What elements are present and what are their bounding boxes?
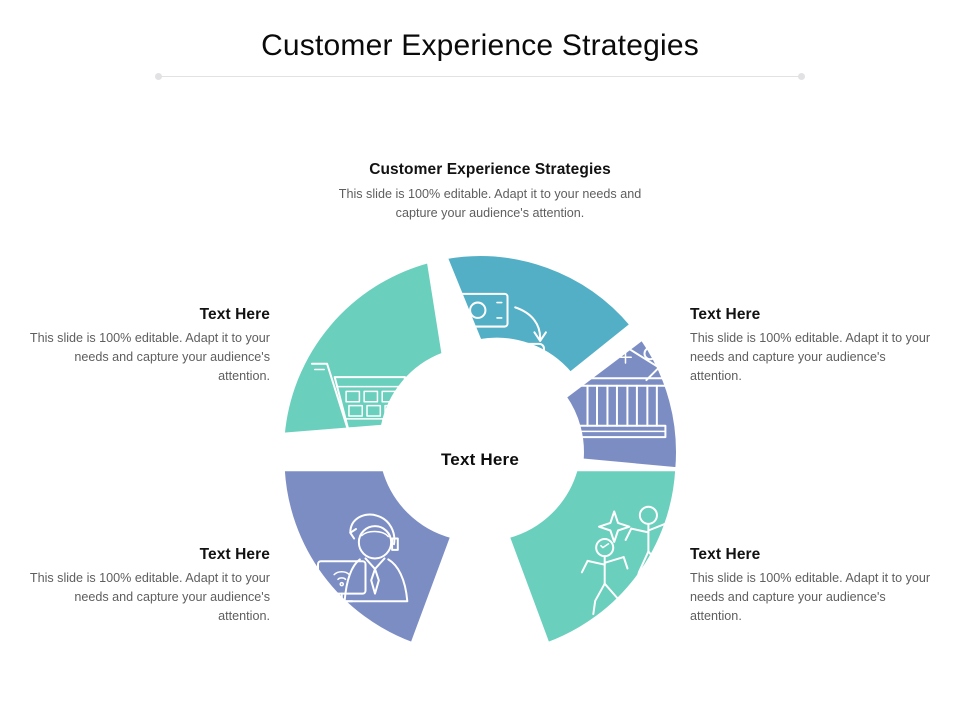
bank-percent-icon <box>577 346 680 439</box>
money-exchange-icon <box>446 292 547 382</box>
text-block-top-right: Text Here This slide is 100% editable. A… <box>690 305 940 386</box>
text-block-bottom-left-body: This slide is 100% editable. Adapt it to… <box>29 571 270 623</box>
text-block-top-right-body: This slide is 100% editable. Adapt it to… <box>690 331 931 383</box>
support-agent-icon <box>317 513 409 603</box>
text-block-bottom-right-heading: Text Here <box>690 546 761 563</box>
caption-center: Customer Experience Strategies This slid… <box>330 160 650 223</box>
page-title: Customer Experience Strategies <box>261 29 699 62</box>
text-block-bottom-right: Text Here This slide is 100% editable. A… <box>690 545 940 626</box>
text-block-bottom-left-heading: Text Here <box>199 546 270 563</box>
divider-dot-left <box>155 73 162 80</box>
text-block-top-left: Text Here This slide is 100% editable. A… <box>20 305 270 386</box>
donut-diagram <box>258 252 702 656</box>
caption-center-body: This slide is 100% editable. Adapt it to… <box>338 187 642 220</box>
title-divider <box>155 73 805 80</box>
donut-segment-lower-right[interactable] <box>505 467 680 647</box>
donut-svg <box>280 252 680 647</box>
donut-segment-top[interactable] <box>442 252 635 377</box>
text-block-bottom-right-body: This slide is 100% editable. Adapt it to… <box>690 571 931 623</box>
people-sparkle-icon <box>580 505 673 623</box>
text-block-top-left-heading: Text Here <box>199 306 270 323</box>
divider-line <box>160 76 800 77</box>
caption-center-heading: Customer Experience Strategies <box>369 161 611 178</box>
text-block-top-right-heading: Text Here <box>690 306 761 323</box>
shopping-cart-icon <box>310 362 406 457</box>
donut-segment-upper-left[interactable] <box>280 258 446 437</box>
divider-dot-right <box>798 73 805 80</box>
text-block-top-left-body: This slide is 100% editable. Adapt it to… <box>29 331 270 383</box>
donut-center-label: Text Here <box>440 450 520 469</box>
text-block-bottom-left: Text Here This slide is 100% editable. A… <box>20 545 270 626</box>
